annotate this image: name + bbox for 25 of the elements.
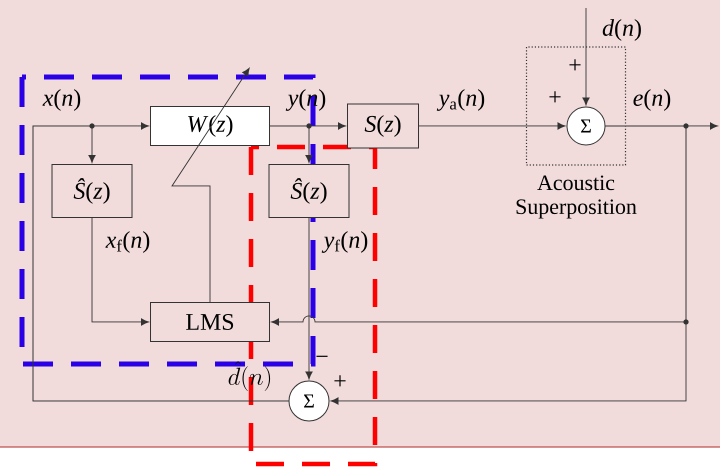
algorithm-box: LMS <box>150 302 270 342</box>
filter-box: Ŝ(z) <box>52 164 132 218</box>
summing-junction: Σ <box>566 106 606 146</box>
sign-label: + <box>569 59 581 70</box>
signal-label: $\hat{d}(n)$ <box>228 361 270 391</box>
signal-label: x$_{f}$(n) <box>105 231 150 253</box>
signal-label: y$_{f}$(n) <box>322 231 368 253</box>
arrow <box>418 122 566 130</box>
filter-box: Ŝ(z) <box>268 164 350 218</box>
signal-label: e(n) <box>634 89 670 111</box>
signal-label: x(n) <box>42 89 80 111</box>
summing-junction: Σ <box>288 380 330 422</box>
arrow <box>582 8 590 106</box>
arrow <box>305 218 313 380</box>
sign-label: + <box>549 91 561 102</box>
signal-label: d(n) <box>602 19 641 41</box>
signal-label: y$_{a}$(n) <box>436 89 484 111</box>
plant-box: S(z) <box>347 103 419 148</box>
frame-caption: Acoustic Superposition <box>516 175 637 219</box>
arrow <box>171 68 250 302</box>
arrow <box>270 126 313 163</box>
arrow <box>92 218 149 326</box>
sign-label: + <box>334 375 346 386</box>
sign-label: − <box>316 356 328 357</box>
arrow <box>330 126 686 405</box>
